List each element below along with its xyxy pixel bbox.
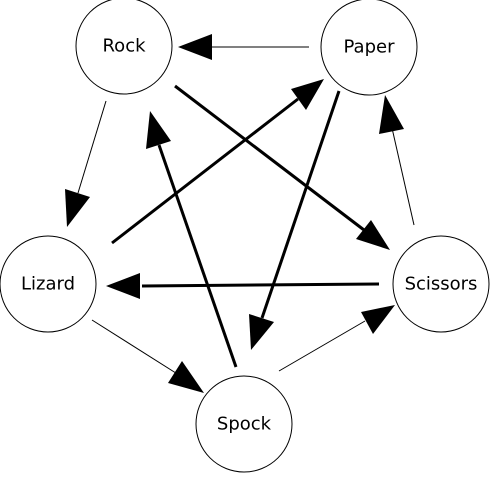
node-spock: Spock — [195, 375, 293, 473]
edge-paper-rock — [178, 34, 309, 60]
node-lizard: Lizard — [0, 235, 97, 333]
edge-spock-rock — [146, 111, 238, 368]
edge-spock-scissors — [278, 305, 395, 372]
edge-paper-spock — [249, 90, 341, 350]
node-paper: Paper — [320, 0, 418, 96]
node-lizard-label: Lizard — [21, 274, 75, 295]
node-paper-label: Paper — [344, 37, 396, 58]
node-scissors-label: Scissors — [405, 274, 478, 295]
node-scissors: Scissors — [392, 235, 490, 333]
edge-lizard-spock — [91, 319, 204, 393]
node-rock: Rock — [75, 0, 173, 95]
edges-group — [65, 34, 415, 393]
edge-rock-lizard — [65, 100, 107, 227]
edge-scissors-lizard — [106, 273, 380, 299]
edge-lizard-paper — [111, 79, 324, 245]
node-spock-label: Spock — [217, 414, 272, 435]
edge-rock-scissors — [174, 84, 390, 250]
edge-scissors-paper — [379, 95, 415, 226]
node-rock-label: Rock — [102, 36, 146, 57]
